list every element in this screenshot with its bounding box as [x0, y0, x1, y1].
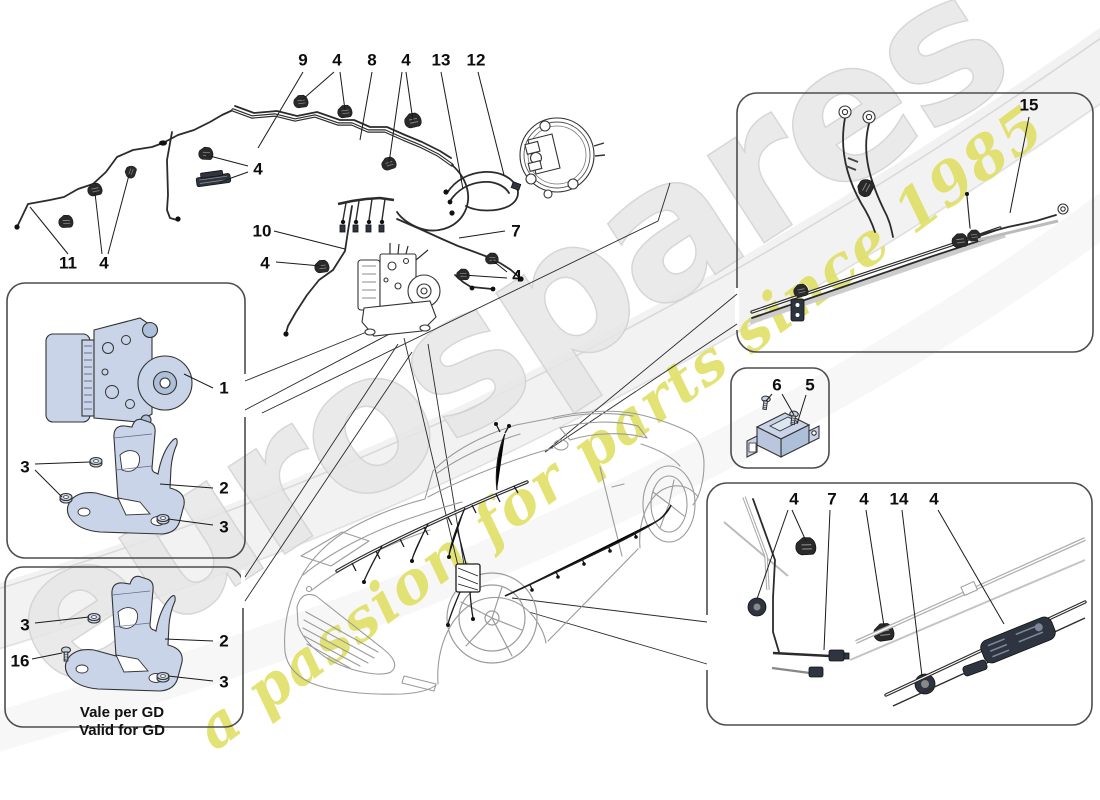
callout-leaders [29, 71, 1030, 682]
callout-6-22: 6 [772, 375, 782, 395]
wiring-harness [335, 422, 672, 627]
callout-12-5: 12 [466, 50, 486, 70]
swoosh-edge-bottom [0, 102, 1100, 650]
swoosh-band [0, 27, 1100, 650]
callout-8-2: 8 [367, 50, 377, 70]
gd-note-line2: Valid for GD [79, 721, 165, 739]
callout-3-20: 3 [219, 672, 229, 692]
projection-lines [244, 182, 738, 665]
callout-3-16: 3 [219, 517, 229, 537]
callout-5-23: 5 [805, 375, 815, 395]
callout-9-0: 9 [298, 50, 308, 70]
car-sketch [284, 410, 705, 695]
callout-4-1: 4 [332, 50, 342, 70]
callout-2-18: 2 [219, 631, 229, 651]
callout-4-26: 4 [859, 489, 869, 509]
callout-14-27: 14 [889, 489, 909, 509]
underbody-lines-detail [723, 496, 1087, 707]
callout-4-10: 4 [260, 253, 270, 273]
callout-4-28: 4 [929, 489, 939, 509]
sensor-detail [746, 395, 820, 458]
rear-wheel [642, 465, 696, 543]
callout-4-12: 4 [512, 266, 522, 286]
callout-1-13: 1 [219, 378, 229, 398]
gd-bracket-detail [60, 575, 183, 692]
rear-lines-detail [749, 105, 1069, 325]
brake-servo [443, 117, 606, 216]
box-underbody-lines [706, 482, 1093, 726]
callout-3-17: 3 [20, 615, 30, 635]
callout-3-14: 3 [20, 457, 30, 477]
callout-11-7: 11 [59, 253, 77, 273]
callout-7-25: 7 [827, 489, 837, 509]
front-wheel [446, 572, 538, 664]
callout-10-9: 10 [252, 221, 272, 241]
gd-note-line1: Vale per GD [79, 704, 165, 721]
gd-validity-note: Vale per GD Valid for GD [52, 704, 192, 739]
callout-4-8: 4 [99, 253, 109, 273]
callout-4-6: 4 [253, 159, 263, 179]
detail-boxes [4, 92, 1094, 728]
box-rear-lines [736, 92, 1094, 353]
callout-7-11: 7 [511, 221, 521, 241]
pipe-bracket [195, 170, 232, 188]
front-brake-lines [14, 93, 524, 337]
abs-unit-main [357, 243, 441, 337]
callout-4-3: 4 [401, 50, 411, 70]
abs-unit-detail [45, 317, 193, 535]
box-sensor [730, 367, 830, 469]
callout-16-19: 16 [10, 651, 30, 671]
box-abs-unit [6, 282, 246, 559]
callout-15-21: 15 [1019, 95, 1039, 115]
box-gd-bracket [4, 566, 244, 728]
callout-4-24: 4 [789, 489, 799, 509]
callout-13-4: 13 [431, 50, 451, 70]
callout-2-15: 2 [219, 478, 229, 498]
